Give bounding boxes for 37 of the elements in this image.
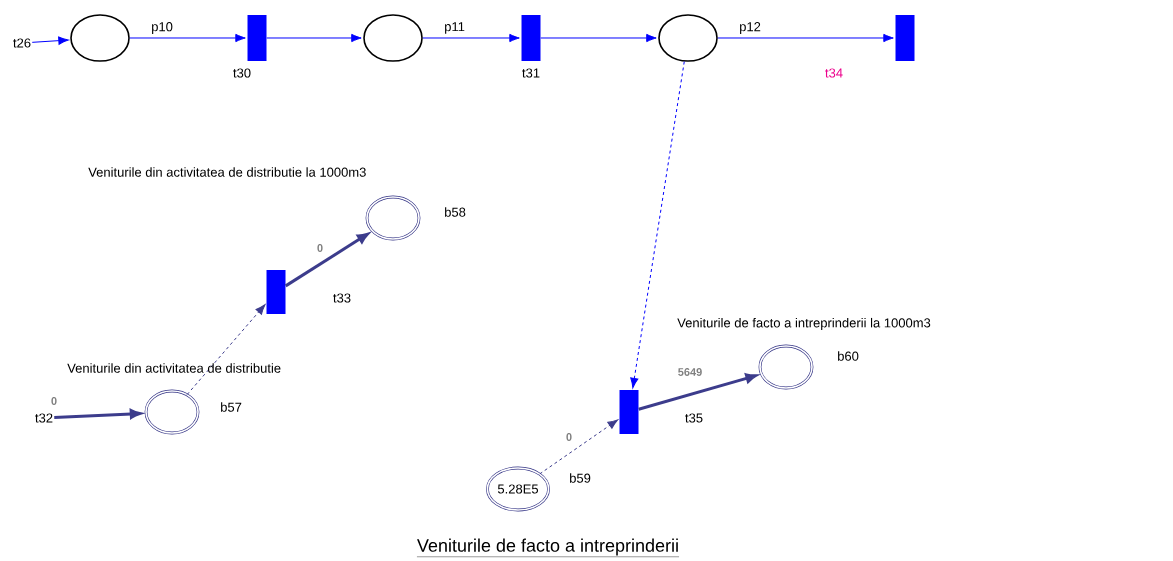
node-label: b60: [838, 351, 859, 361]
transition-bar: [619, 390, 639, 434]
arrow: [31, 36, 69, 45]
node-label: Veniturile de facto a intreprinderii la 1000m3: [677, 317, 931, 331]
arrow: [266, 33, 362, 43]
place-circle: [363, 14, 423, 62]
node-label: t30: [233, 68, 251, 78]
arrow: [422, 33, 520, 43]
node-label: Veniturile din activitatea de distributie la 1000m3: [88, 167, 366, 177]
node-label: p12: [740, 22, 761, 34]
edge-label: 0: [564, 432, 574, 442]
node-label: b59: [570, 473, 591, 483]
transition-label: t34: [825, 68, 843, 78]
arrow: [717, 33, 894, 43]
node-label: t31: [522, 68, 540, 78]
arrow: [186, 304, 266, 396]
node-label: t33: [333, 293, 351, 303]
arrow: [539, 419, 619, 475]
caption: Veniturile de facto a intreprinderii: [416, 538, 680, 557]
place-circle: [758, 344, 814, 390]
place-circle: [658, 14, 718, 62]
place-circle: [365, 195, 421, 241]
node-label: b57: [221, 402, 242, 412]
node-label: p11: [445, 22, 465, 34]
arrow: [540, 33, 657, 43]
transition-bar: [266, 270, 286, 314]
arrow: [129, 33, 246, 43]
edge-label: 0: [49, 396, 59, 406]
node-label: p10: [152, 22, 173, 34]
transition-label: t32: [35, 413, 53, 423]
node-label: t35: [685, 413, 703, 423]
node-label: b58: [445, 207, 466, 217]
node-label: Veniturile din activitatea de distributie: [67, 363, 281, 373]
place-circle: [70, 14, 130, 62]
arrow: [630, 61, 685, 389]
place-circle: [144, 389, 200, 435]
transition-label: t26: [13, 38, 31, 48]
